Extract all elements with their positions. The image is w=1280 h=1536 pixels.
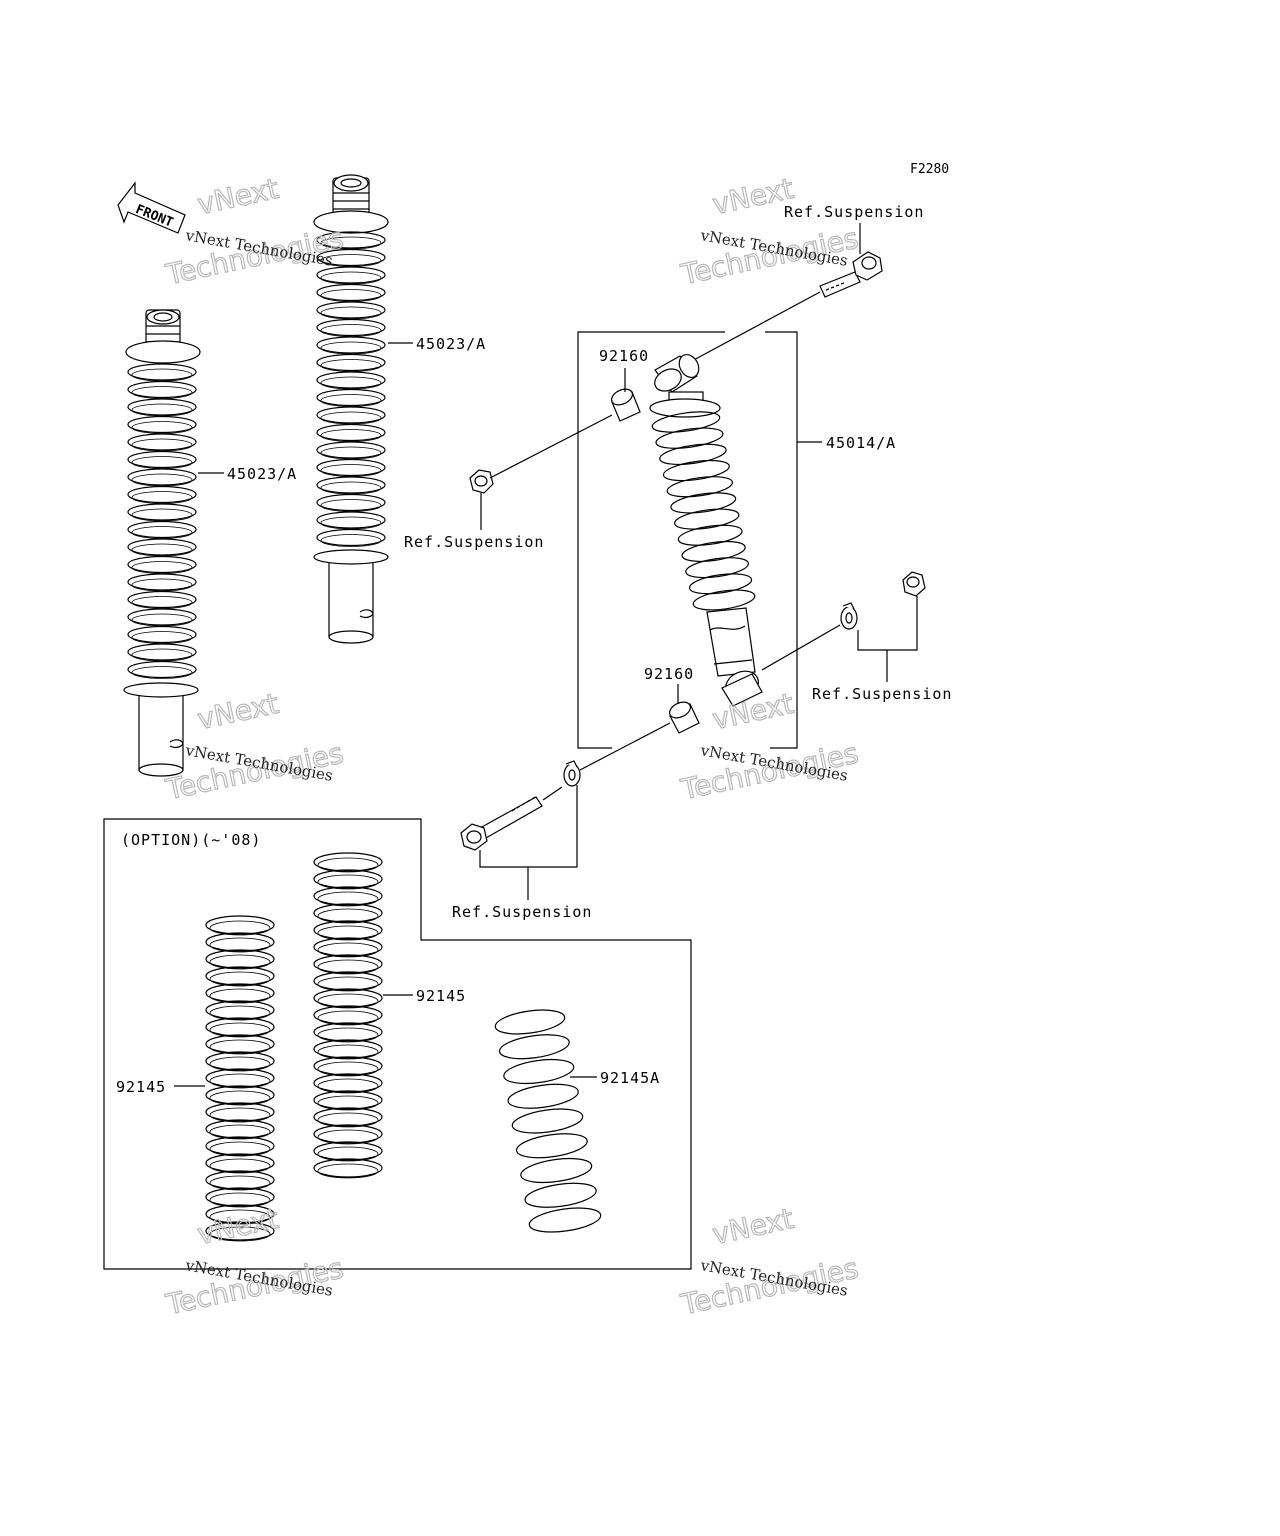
option-title: (OPTION)(~'08) — [121, 831, 261, 849]
callout-45023-middle: 45023/A — [416, 335, 486, 353]
spring-92145-left[interactable] — [205, 915, 275, 1242]
front-arrow-icon: FRONT — [117, 181, 186, 234]
svg-text:vNext: vNext — [710, 687, 797, 736]
svg-text:vNext: vNext — [195, 172, 282, 221]
assembly-bracket-right — [765, 331, 798, 749]
diagram-code: F2280 — [910, 162, 949, 177]
callout-45014: 45014/A — [826, 434, 896, 452]
shock-absorber-right[interactable] — [649, 351, 763, 707]
svg-text:vNext: vNext — [195, 687, 282, 736]
bottom-bolt[interactable] — [460, 796, 543, 851]
shock-absorber-left[interactable] — [123, 309, 201, 777]
callout-92160-bottom: 92160 — [644, 665, 694, 683]
callout-45023-left: 45023/A — [227, 465, 297, 483]
option-box — [103, 818, 692, 1270]
callout-92145A: 92145A — [600, 1069, 660, 1087]
shock-absorber-middle[interactable] — [313, 174, 389, 644]
ref-suspension-top-right: Ref.Suspension — [784, 203, 924, 221]
spring-92145-middle[interactable] — [313, 852, 383, 1179]
callout-92160-top: 92160 — [599, 347, 649, 365]
bushing-bottom-92160[interactable] — [667, 699, 700, 734]
spring-92145A-right[interactable] — [494, 1006, 602, 1236]
ref-suspension-bottom: Ref.Suspension — [452, 903, 592, 921]
callout-92145-middle: 92145 — [416, 987, 466, 1005]
svg-text:vNext: vNext — [195, 1202, 282, 1251]
callout-92145-left: 92145 — [116, 1078, 166, 1096]
svg-text:vNext: vNext — [710, 1202, 797, 1251]
washer-bottom[interactable] — [563, 760, 581, 787]
washer-right[interactable] — [840, 602, 858, 630]
nut-right[interactable] — [902, 571, 926, 597]
bushing-top-92160[interactable] — [609, 386, 641, 422]
nut-upper[interactable] — [469, 469, 494, 494]
top-bolt[interactable] — [819, 251, 883, 298]
assembly-bracket-left — [577, 331, 725, 749]
ref-suspension-top-left: Ref.Suspension — [404, 533, 544, 551]
ref-suspension-mid-right: Ref.Suspension — [812, 685, 952, 703]
